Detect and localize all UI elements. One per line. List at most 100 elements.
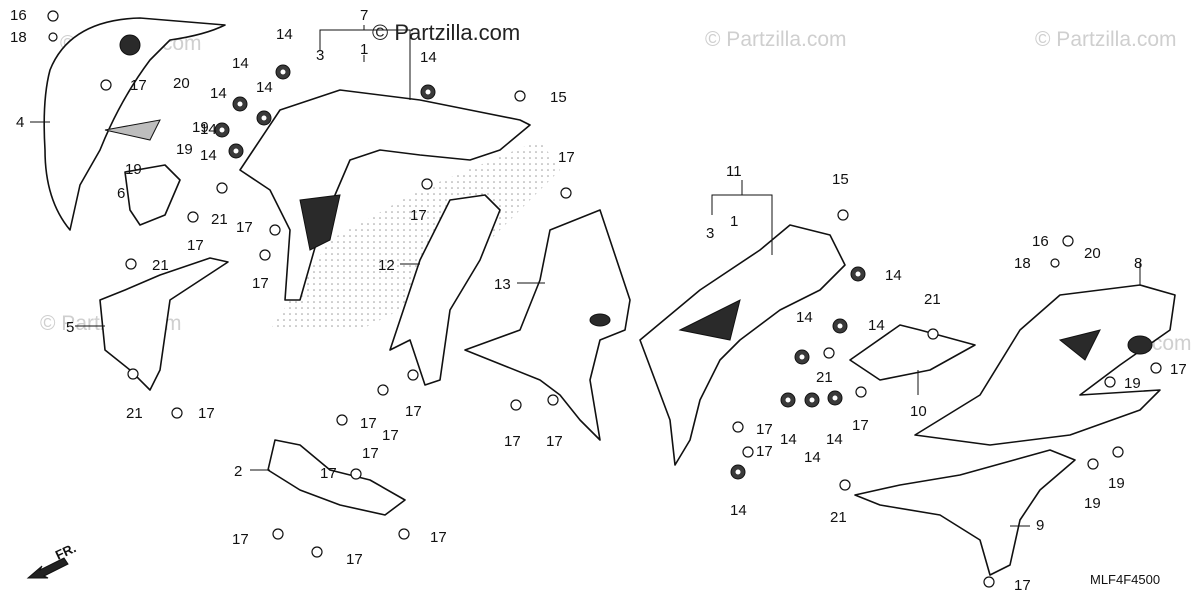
callout-17: 17 xyxy=(546,433,563,450)
callout-17: 17 xyxy=(1170,361,1187,378)
callout-17: 17 xyxy=(236,219,253,236)
callout-19: 19 xyxy=(125,161,142,178)
part-4-upper-cowl xyxy=(43,17,226,231)
grommet xyxy=(850,266,866,282)
callout-17: 17 xyxy=(756,443,773,460)
grommet xyxy=(275,64,291,80)
callout-21: 21 xyxy=(816,369,833,386)
callout-17: 17 xyxy=(320,465,337,482)
callout-17: 17 xyxy=(362,445,379,462)
callout-6: 6 xyxy=(117,185,125,202)
diagram-code: MLF4F4500 xyxy=(1090,572,1160,587)
callout-17: 17 xyxy=(504,433,521,450)
grommet xyxy=(794,349,810,365)
grommet xyxy=(420,84,436,100)
callout-8: 8 xyxy=(1134,255,1142,272)
grommet xyxy=(214,122,230,138)
callout-18: 18 xyxy=(10,29,27,46)
callout-19: 19 xyxy=(192,119,209,136)
part-8-right-cowl xyxy=(914,284,1176,446)
callout-17: 17 xyxy=(756,421,773,438)
callout-17: 17 xyxy=(405,403,422,420)
callout-15: 15 xyxy=(832,171,849,188)
callout-14: 14 xyxy=(232,55,249,72)
grommet xyxy=(730,464,746,480)
callout-14: 14 xyxy=(885,267,902,284)
callout-4: 4 xyxy=(16,114,24,131)
callout-17: 17 xyxy=(252,275,269,292)
callout-19: 19 xyxy=(176,141,193,158)
grommet xyxy=(232,96,248,112)
callout-17: 17 xyxy=(346,551,363,568)
grommet xyxy=(228,143,244,159)
callout-13: 13 xyxy=(494,276,511,293)
callout-17: 17 xyxy=(410,207,427,224)
watermark-faded-1: © Partzilla.com xyxy=(705,28,847,51)
screws xyxy=(47,10,1162,588)
callout-17: 17 xyxy=(187,237,204,254)
grommet xyxy=(827,390,843,406)
front-direction-arrow: FR. xyxy=(26,540,78,579)
callout-14: 14 xyxy=(780,431,797,448)
leader-lines xyxy=(30,25,1141,527)
callout-10: 10 xyxy=(910,403,927,420)
callout-14: 14 xyxy=(276,26,293,43)
part-11-right-inner-panel xyxy=(639,224,846,466)
callout-21: 21 xyxy=(211,211,228,228)
grommet xyxy=(832,318,848,334)
callout-14: 14 xyxy=(868,317,885,334)
callout-14: 14 xyxy=(730,502,747,519)
callout-1: 1 xyxy=(730,213,738,230)
callout-17: 17 xyxy=(852,417,869,434)
callout-17: 17 xyxy=(130,77,147,94)
callout-9: 9 xyxy=(1036,517,1044,534)
callout-labels: 16 18 4 17 20 19 19 19 6 21 17 21 5 21 1… xyxy=(10,7,1187,594)
callout-21: 21 xyxy=(924,291,941,308)
part-9-lower-right-cowl xyxy=(854,449,1076,576)
callout-14: 14 xyxy=(826,431,843,448)
callout-14: 14 xyxy=(804,449,821,466)
callout-7: 7 xyxy=(360,7,368,24)
callout-17: 17 xyxy=(232,531,249,548)
watermark-faded-2: © Partzilla.com xyxy=(1035,28,1177,51)
callout-21: 21 xyxy=(126,405,143,422)
callout-15: 15 xyxy=(550,89,567,106)
callout-16: 16 xyxy=(10,7,27,24)
callout-14: 14 xyxy=(256,79,273,96)
part-6-bracket xyxy=(124,164,181,226)
callout-11: 11 xyxy=(726,163,742,180)
callout-2: 2 xyxy=(234,463,242,480)
callout-1: 1 xyxy=(360,41,368,58)
callout-21: 21 xyxy=(152,257,169,274)
callout-17: 17 xyxy=(198,405,215,422)
callout-16: 16 xyxy=(1032,233,1049,250)
part-7-center-frame xyxy=(239,89,531,301)
grommets xyxy=(214,64,866,480)
part-5-left-inner-panel xyxy=(99,257,229,391)
part-2-lower-piece xyxy=(267,439,406,516)
grommet xyxy=(804,392,820,408)
part-10-bracket xyxy=(849,324,976,381)
grommet xyxy=(780,392,796,408)
callout-20: 20 xyxy=(173,75,190,92)
callout-17: 17 xyxy=(430,529,447,546)
part-13-inner-panel xyxy=(464,209,631,441)
callout-14: 14 xyxy=(200,121,217,138)
callout-20: 20 xyxy=(1084,245,1101,262)
callout-18: 18 xyxy=(1014,255,1031,272)
callout-17: 17 xyxy=(360,415,377,432)
part-12-inner-strip xyxy=(389,194,501,386)
callout-19: 19 xyxy=(1124,375,1141,392)
watermark-main: © Partzilla.com xyxy=(372,20,520,45)
callout-17: 17 xyxy=(1014,577,1031,594)
callout-12: 12 xyxy=(378,257,395,274)
callout-14: 14 xyxy=(210,85,227,102)
grommet xyxy=(256,110,272,126)
callout-3: 3 xyxy=(706,225,714,242)
callout-19: 19 xyxy=(1108,475,1125,492)
callout-5: 5 xyxy=(66,319,74,336)
callout-17: 17 xyxy=(382,427,399,444)
callout-21: 21 xyxy=(830,509,847,526)
callout-14: 14 xyxy=(420,49,437,66)
